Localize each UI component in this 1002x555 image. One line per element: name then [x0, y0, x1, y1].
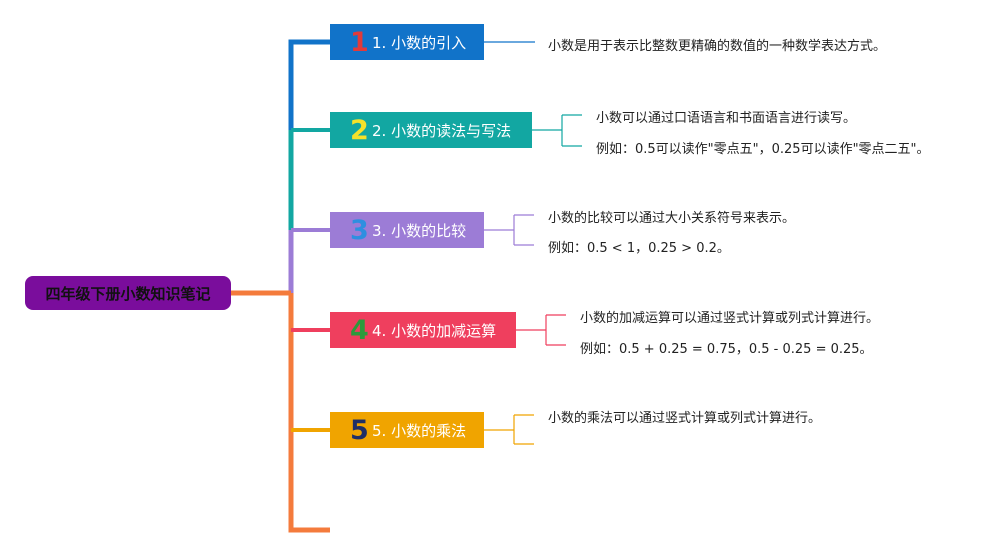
root-label: 四年级下册小数知识笔记	[45, 284, 211, 303]
note-4-2: 例如：0.5 + 0.25 = 0.75，0.5 - 0.25 = 0.25。	[580, 342, 873, 357]
topic-label-3: 3. 小数的比较	[372, 221, 467, 240]
note-3-2: 例如：0.5 < 1，0.25 > 0.2。	[548, 241, 730, 256]
note-5-1: 小数的乘法可以通过竖式计算或列式计算进行。	[548, 411, 822, 426]
number-badge-4: 4	[350, 314, 369, 346]
note-1-1: 小数是用于表示比整数更精确的数值的一种数学表达方式。	[548, 39, 887, 54]
topic-label-5: 5. 小数的乘法	[372, 421, 467, 440]
note-2-2: 例如：0.5可以读作"零点五"，0.25可以读作"零点二五"。	[596, 142, 930, 157]
topic-node-5[interactable]: 5 5. 小数的乘法	[330, 412, 484, 448]
topic-node-2[interactable]: 2 2. 小数的读法与写法	[330, 112, 532, 148]
topic-node-4[interactable]: 4 4. 小数的加减运算	[330, 312, 516, 348]
number-badge-2: 2	[350, 114, 369, 146]
note-4-1: 小数的加减运算可以通过竖式计算或列式计算进行。	[580, 311, 880, 326]
number-badge-1: 1	[350, 26, 369, 58]
root-node[interactable]: 四年级下册小数知识笔记	[25, 276, 231, 310]
topic-node-1[interactable]: 1 1. 小数的引入	[330, 24, 484, 60]
topic-label-2: 2. 小数的读法与写法	[372, 121, 512, 140]
number-badge-5: 5	[350, 414, 369, 446]
note-2-1: 小数可以通过口语语言和书面语言进行读写。	[596, 111, 857, 126]
note-3-1: 小数的比较可以通过大小关系符号来表示。	[548, 211, 796, 226]
topic-label-4: 4. 小数的加减运算	[372, 321, 497, 340]
topic-label-1: 1. 小数的引入	[372, 33, 467, 52]
topic-node-3[interactable]: 3 3. 小数的比较	[330, 212, 484, 248]
number-badge-3: 3	[350, 214, 369, 246]
